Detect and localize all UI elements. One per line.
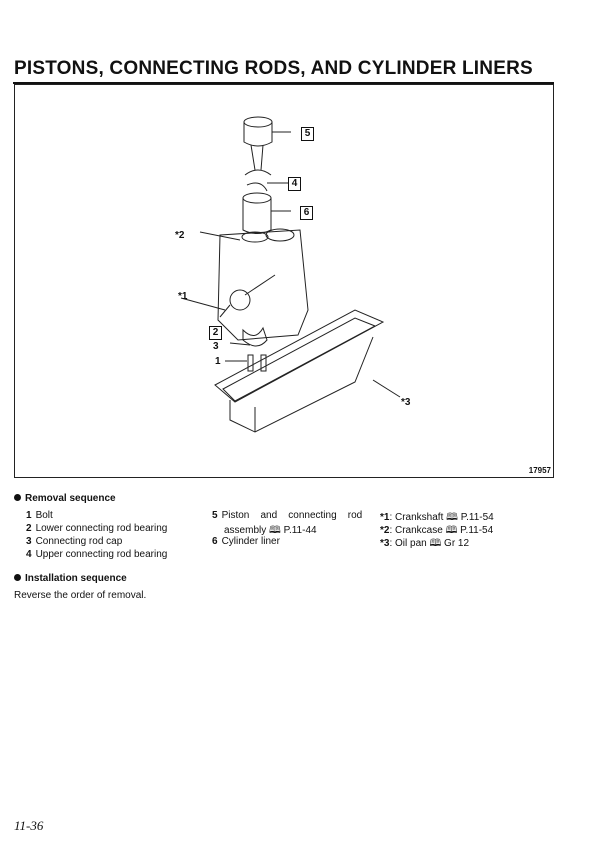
- reference-note: *1: Crankshaft 🕮 P.11-54: [380, 512, 494, 523]
- cylinder-liner: [242, 192, 291, 234]
- crankcase: [180, 228, 309, 341]
- callout-6: 6: [300, 206, 313, 220]
- callout-3: 3: [213, 341, 219, 352]
- removal-item-cont: assembly 🕮 P.11-44: [224, 525, 317, 536]
- figure-number: 17957: [528, 466, 551, 475]
- callout-4: 4: [288, 177, 301, 191]
- callout-5: 5: [301, 127, 314, 141]
- bullet-icon: [14, 574, 21, 581]
- callout-star-1: *1: [178, 291, 188, 302]
- piston: [243, 116, 291, 176]
- callout-2: 2: [209, 326, 222, 340]
- engine-illustration: [180, 116, 401, 433]
- page-number: 11-36: [14, 818, 44, 833]
- callout-star-3: *3: [401, 397, 411, 408]
- page-title: PISTONS, CONNECTING RODS, AND CYLINDER L…: [14, 58, 533, 79]
- oil-pan: [214, 309, 401, 433]
- callout-1: 1: [215, 356, 221, 367]
- bullet-icon: [14, 494, 21, 501]
- reference-note: *3: Oil pan 🕮 Gr 12: [380, 538, 470, 549]
- installation-heading: Installation sequence: [14, 573, 127, 584]
- callout-star-2: *2: [175, 230, 185, 241]
- installation-text: Reverse the order of removal.: [14, 590, 147, 601]
- removal-heading: Removal sequence: [14, 493, 116, 504]
- exploded-view-figure: 5 4 6 *2 *1 2 3 1 *3 17957: [14, 84, 554, 478]
- reference-note: *2: Crankcase 🕮 P.11-54: [380, 525, 494, 536]
- title-rule: [13, 82, 554, 84]
- upper-bearing: [246, 182, 268, 192]
- rod-cap: [225, 326, 268, 372]
